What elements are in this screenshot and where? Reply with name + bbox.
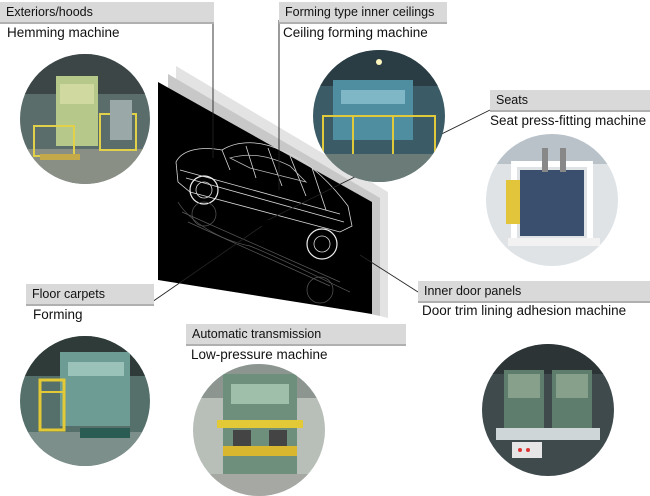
category-label-floor-carpets: Floor carpets [26, 284, 154, 306]
category-label-exteriors-hoods: Exteriors/hoods [0, 2, 214, 24]
category-label-automatic-transmission: Automatic transmission [186, 324, 406, 346]
photo-ceiling-forming-machine [313, 50, 445, 182]
category-label-inner-door-panels: Inner door panels [418, 281, 650, 303]
machine-label-low-pressure: Low-pressure machine [191, 347, 328, 362]
machine-label-seat-press-fitting: Seat press-fitting machine [490, 113, 647, 128]
car-wireframe-panel [158, 82, 372, 314]
machine-label-hemming: Hemming machine [7, 25, 120, 40]
photo-floor-carpet-forming [20, 336, 150, 466]
machine-label-forming: Forming [33, 307, 83, 322]
photo-door-trim-adhesion-machine [482, 344, 614, 476]
car-reflection [177, 201, 351, 304]
photo-hemming-machine [20, 54, 150, 184]
car-wireframe-icon [175, 142, 353, 260]
machine-label-ceiling-forming: Ceiling forming machine [283, 25, 428, 40]
category-label-seats: Seats [490, 90, 650, 112]
machine-label-door-trim-adhesion: Door trim lining adhesion machine [422, 303, 627, 318]
photo-low-pressure-machine [193, 364, 325, 496]
photo-seat-press-fitting-machine [486, 134, 618, 266]
category-label-inner-ceilings: Forming type inner ceilings [279, 2, 447, 24]
